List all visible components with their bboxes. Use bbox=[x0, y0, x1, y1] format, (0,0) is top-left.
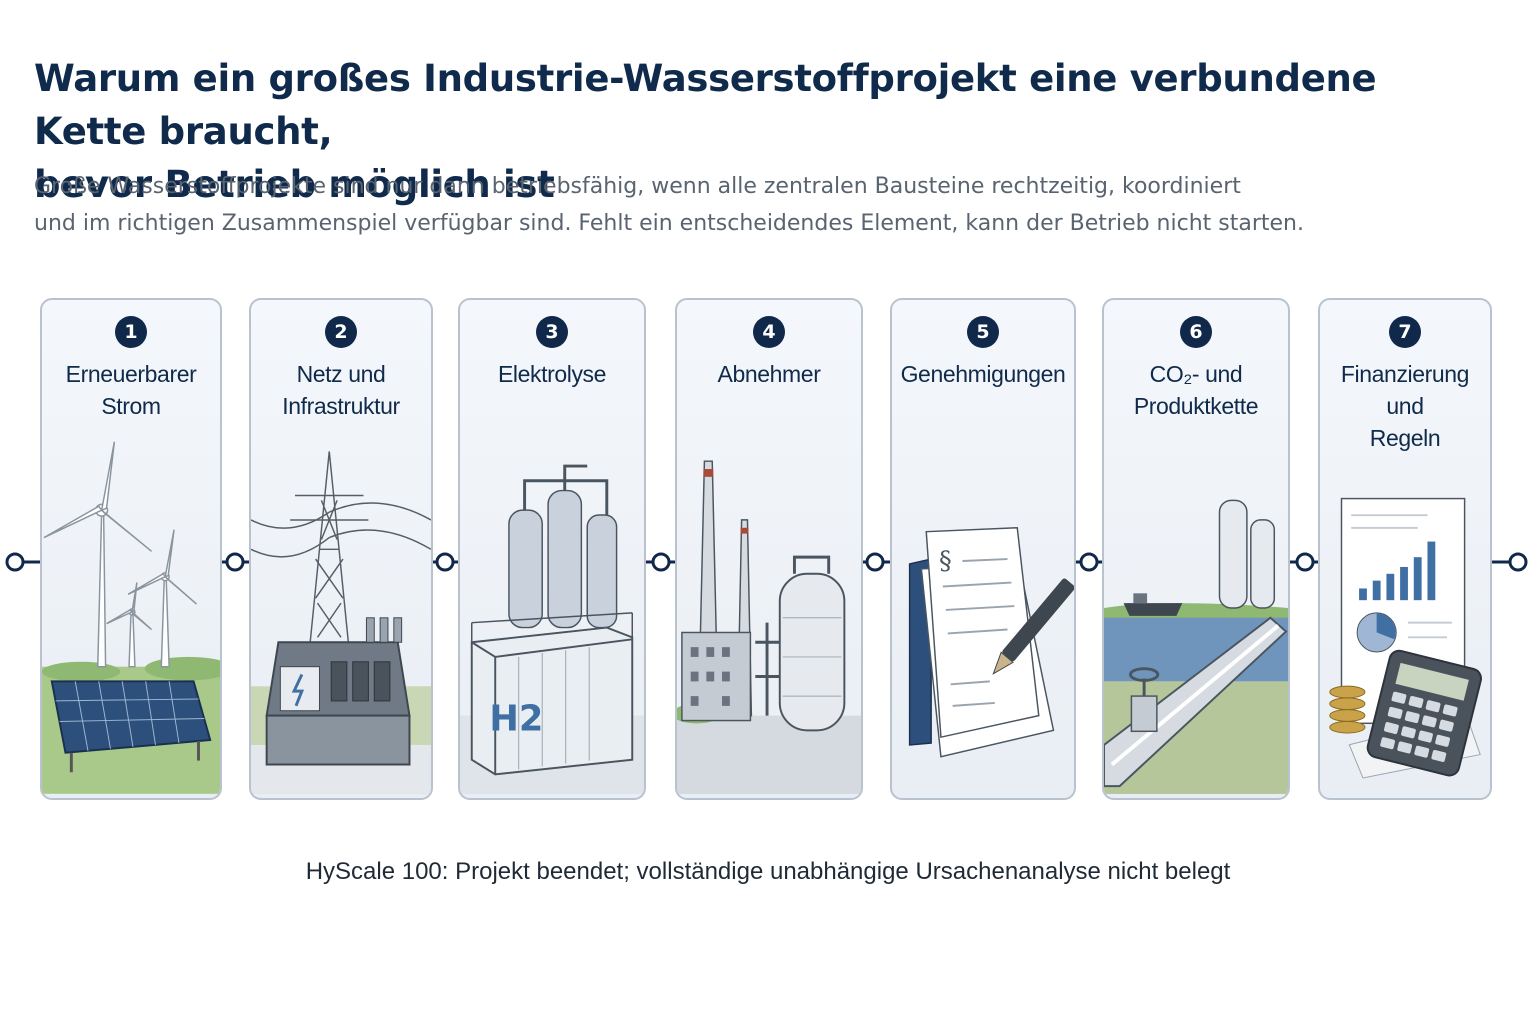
subtitle-line-1: Große Wasserstoffprojekte sind nur dann … bbox=[34, 174, 1241, 199]
step-card-finance-rules: 7 Finanzierung und Regeln bbox=[1318, 298, 1492, 800]
chain-node bbox=[1295, 552, 1315, 572]
step-card-electrolysis: 3 Elektrolyse H2 bbox=[458, 298, 646, 800]
step-card-offtaker: 4 Abnehmer bbox=[675, 298, 863, 800]
step-label: Netz und Infrastruktur bbox=[257, 358, 425, 422]
step-label: Finanzierung und Regeln bbox=[1326, 358, 1484, 454]
factory-icon bbox=[677, 460, 861, 794]
step-label-line-1: Genehmigungen bbox=[900, 361, 1066, 387]
chain-node bbox=[865, 552, 885, 572]
step-number-badge: 5 bbox=[967, 316, 999, 348]
subtitle-line-2: und im richtigen Zusammenspiel verfügbar… bbox=[34, 211, 1304, 236]
paragraph-sign: § bbox=[939, 545, 952, 575]
step-label-line-1: Abnehmer bbox=[717, 361, 821, 387]
step-label-line-1: CO₂- und bbox=[1149, 361, 1243, 387]
step-label: CO₂- und Produktkette bbox=[1110, 358, 1282, 422]
step-card-permits: 5 Genehmigungen § bbox=[890, 298, 1076, 800]
h2-label: H2 bbox=[489, 698, 543, 739]
chain-node bbox=[1508, 552, 1528, 572]
step-card-grid-infrastructure: 2 Netz und Infrastruktur bbox=[249, 298, 433, 800]
step-card-co2-product-chain: 6 CO₂- und Produktkette bbox=[1102, 298, 1290, 800]
step-label-line-2: Infrastruktur bbox=[282, 393, 400, 419]
chain-node bbox=[225, 552, 245, 572]
wind-solar-icon bbox=[42, 441, 220, 794]
step-label-line-1: Finanzierung und bbox=[1340, 361, 1470, 419]
step-label: Genehmigungen bbox=[898, 358, 1068, 390]
step-label-line-1: Netz und bbox=[296, 361, 386, 387]
title-line-2: bevor Betrieb möglich ist bbox=[34, 163, 555, 206]
step-label-line-2: Regeln bbox=[1369, 425, 1441, 451]
page-title: Warum ein großes Industrie-Wasserstoffpr… bbox=[34, 52, 1494, 211]
step-card-renewable-power: 1 Erneuerbarer Strom bbox=[40, 298, 222, 800]
step-label-line-1: Elektrolyse bbox=[497, 361, 607, 387]
pipeline-icon bbox=[1104, 499, 1288, 794]
chain-node bbox=[651, 552, 671, 572]
chain-node bbox=[435, 552, 455, 572]
permit-document-icon: § bbox=[908, 527, 1074, 758]
step-label: Elektrolyse bbox=[466, 358, 638, 390]
chain-node bbox=[1079, 552, 1099, 572]
step-label: Erneuerbarer Strom bbox=[48, 358, 214, 422]
power-grid-icon bbox=[251, 451, 431, 794]
step-number-badge: 6 bbox=[1180, 316, 1212, 348]
electrolyzer-icon: H2 bbox=[460, 464, 644, 794]
chain-node bbox=[5, 552, 25, 572]
step-number-badge: 4 bbox=[753, 316, 785, 348]
finance-calculator-icon bbox=[1329, 497, 1482, 779]
step-label: Abnehmer bbox=[683, 358, 855, 390]
step-number-badge: 7 bbox=[1389, 316, 1421, 348]
step-label-line-2: Strom bbox=[101, 393, 161, 419]
footer-note: HyScale 100: Projekt beendet; vollständi… bbox=[305, 858, 1231, 885]
step-number-badge: 2 bbox=[325, 316, 357, 348]
step-label-line-2: Produktkette bbox=[1133, 393, 1259, 419]
step-label-line-1: Erneuerbarer bbox=[65, 361, 197, 387]
step-number-badge: 3 bbox=[536, 316, 568, 348]
step-number-badge: 1 bbox=[115, 316, 147, 348]
title-line-1: Warum ein großes Industrie-Wasserstoffpr… bbox=[34, 57, 1377, 153]
page-subtitle: Große Wasserstoffprojekte sind nur dann … bbox=[34, 168, 1494, 242]
